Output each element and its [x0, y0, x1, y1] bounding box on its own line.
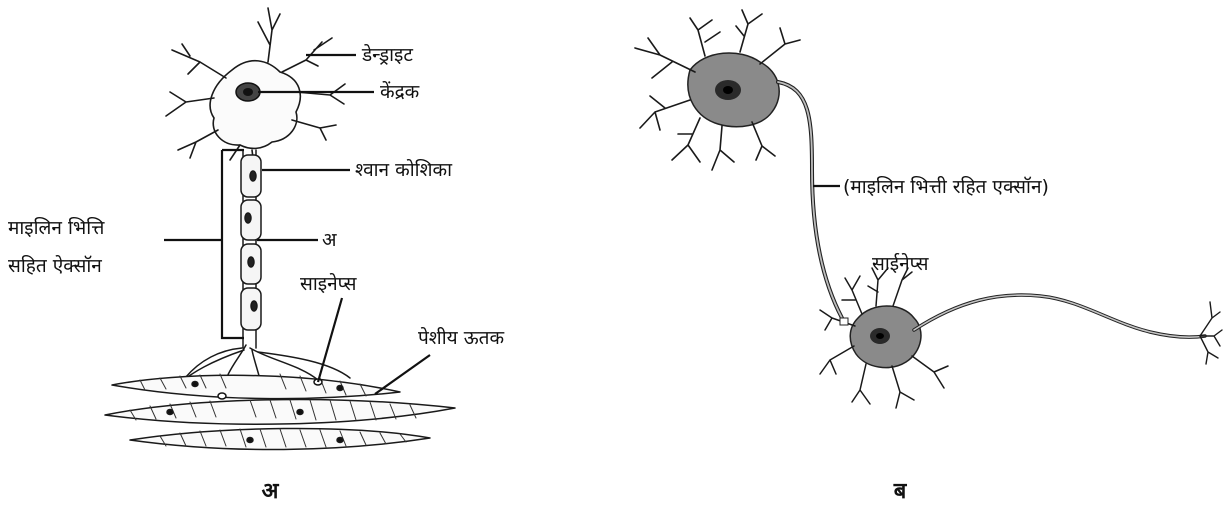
nucleus-a: [236, 83, 260, 101]
label-schwann-cell: श्वान कोशिका: [355, 158, 453, 181]
neuron-b2-cell-body: [820, 268, 948, 408]
label-nucleus: केंद्रक: [380, 80, 420, 103]
axon-b2: [914, 295, 1222, 364]
caption-b: ब: [893, 479, 908, 504]
diagram-b: (माइलिन भित्ती रहित एक्सॉन) साईनेप्स ब: [635, 10, 1222, 504]
unmyelinated-axon: [778, 82, 842, 318]
label-muscle-tissue: पेशीय ऊतक: [418, 326, 504, 349]
label-synapse-b: साईनेप्स: [872, 252, 930, 275]
label-node-a: अ: [322, 229, 337, 251]
label-unmyelinated-axon: (माइलिन भित्ती रहित एक्सॉन): [843, 175, 1049, 198]
muscle-tissue-a: [105, 374, 455, 450]
myelinated-axon: [241, 150, 261, 348]
label-dendrite: डेन्ड्राइट: [361, 43, 413, 66]
label-synapse-a: साइनेप्स: [300, 272, 358, 295]
diagram-a: डेन्ड्राइट केंद्रक श्वान कोशिका माइलिन भ…: [8, 8, 504, 504]
label-myelinated-axon-line1: माइलिन भित्ति: [8, 216, 105, 239]
label-myelinated-axon-line2: सहित ऐक्सॉन: [8, 254, 102, 277]
caption-a: अ: [262, 479, 280, 504]
neuron-b1-cell-body: [635, 10, 800, 170]
